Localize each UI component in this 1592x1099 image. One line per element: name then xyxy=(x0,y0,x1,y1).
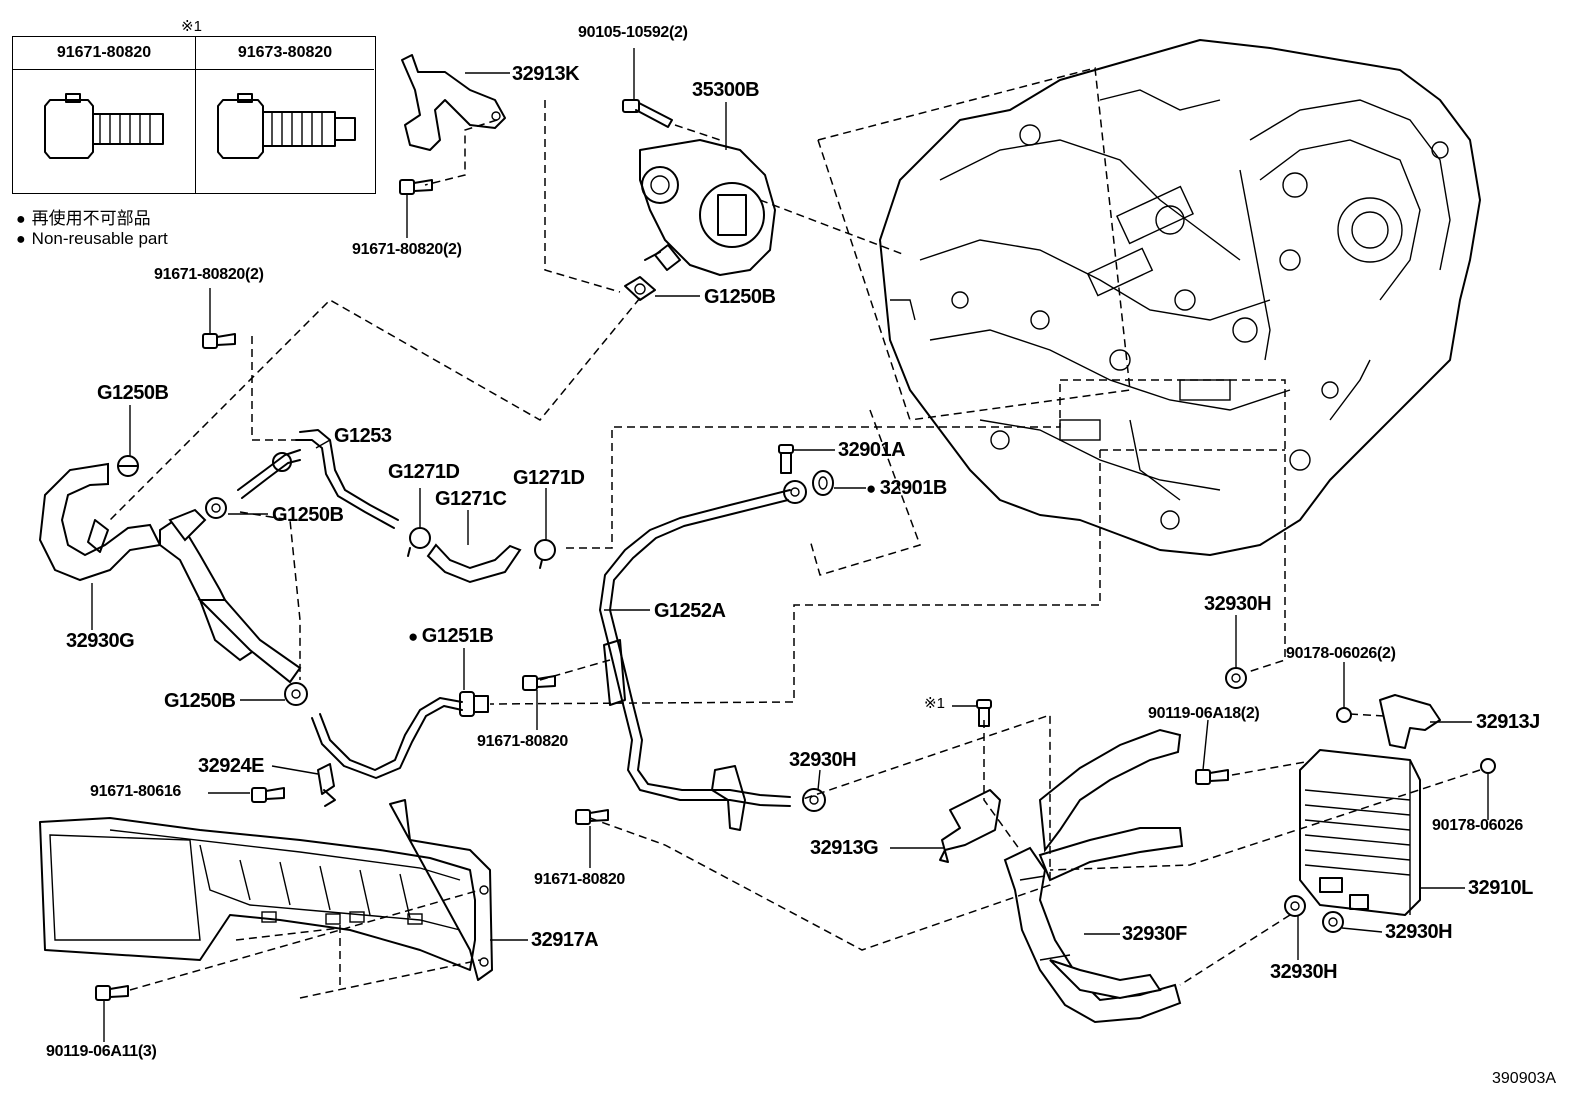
bolt-91671-low xyxy=(575,809,609,825)
label-32930H-bottom: 32930H xyxy=(1270,961,1338,983)
label-91671-80820-2-left: 91671-80820(2) xyxy=(154,266,264,283)
gasket-32901B xyxy=(812,470,834,496)
label-G1271D-a: G1271D xyxy=(388,461,460,483)
label-32917A: 32917A xyxy=(531,929,599,951)
bolt-32901A xyxy=(778,444,794,474)
bracket-32913J xyxy=(1379,694,1441,749)
label-G1253: G1253 xyxy=(334,425,392,447)
legend-jp: ● 再使用不可部品 xyxy=(16,204,151,229)
valve-body-35300B xyxy=(639,139,776,276)
label-91671-80616: 91671-80616 xyxy=(90,783,182,800)
legend-jp-text: 再使用不可部品 xyxy=(31,209,151,228)
label-35300B: 35300B xyxy=(692,79,760,101)
clip-G1271D-b xyxy=(534,539,556,569)
clip-32930H-mid xyxy=(802,788,826,812)
bolt-90105 xyxy=(622,99,673,128)
label-G1271C: G1271C xyxy=(435,488,507,510)
nut-90178 xyxy=(1480,758,1496,774)
label-32930G: 32930G xyxy=(66,630,135,652)
dashed-assembly-lines xyxy=(109,67,1481,999)
nut-90178-2 xyxy=(1336,707,1352,723)
hose-32930F xyxy=(1003,728,1184,1024)
label-32913K: 32913K xyxy=(512,63,580,85)
label-32930H-mid: 32930H xyxy=(789,749,857,771)
label-90119-06A11-3: 90119-06A11(3) xyxy=(46,1043,157,1060)
bracket-32913G xyxy=(939,789,1001,863)
clip-G1271D-a xyxy=(407,527,431,557)
label-32901B: 32901B xyxy=(866,478,948,498)
clip-G1250B-top xyxy=(624,276,656,301)
bolt-91671-80616 xyxy=(251,787,285,803)
leader-lines xyxy=(91,48,1489,1042)
label-32924E: 32924E xyxy=(198,755,264,777)
bolt-91671-mid xyxy=(522,675,556,691)
label-G1271D-b: G1271D xyxy=(513,467,585,489)
label-G1250B-left: G1250B xyxy=(97,382,169,404)
label-32930F: 32930F xyxy=(1122,923,1187,945)
pipe-G1252A xyxy=(599,480,807,831)
label-90105: 90105-10592(2) xyxy=(578,24,688,41)
label-G1252A: G1252A xyxy=(654,600,726,622)
label-32910L: 32910L xyxy=(1468,877,1533,899)
label-90119-06A18-2: 90119-06A18(2) xyxy=(1148,705,1260,722)
label-32901A: 32901A xyxy=(838,439,906,461)
label-G1250B-top: G1250B xyxy=(704,286,776,308)
pipe-G1251B xyxy=(311,691,489,779)
label-32930H-top: 32930H xyxy=(1204,593,1272,615)
bolt-illustration-2 xyxy=(217,93,356,159)
hose-G1271C xyxy=(426,543,522,584)
label-marker1: ※1 xyxy=(924,695,945,712)
label-91671-80820-mid: 91671-80820 xyxy=(477,733,569,750)
bolt-91671-top xyxy=(399,179,433,195)
bolt-91671-left xyxy=(202,333,236,349)
label-91671-80820-2-top: 91671-80820(2) xyxy=(352,241,462,258)
table-header-2: 91673-80820 xyxy=(196,37,374,70)
label-G1251B: G1251B xyxy=(408,626,494,646)
label-32913G: 32913G xyxy=(810,837,879,859)
clip-G1250B-mid xyxy=(205,497,227,519)
table-column-1: 91671-80820 xyxy=(13,37,196,193)
pipe-G1253 xyxy=(237,429,399,529)
diagram-reference-code: 390903A xyxy=(1492,1070,1557,1087)
legend-en-text: Non-reusable part xyxy=(31,229,168,248)
table-column-2: 91673-80820 xyxy=(196,37,374,193)
table-header-1: 91671-80820 xyxy=(13,37,195,70)
clamp-32924E xyxy=(317,763,336,807)
air-duct-32917A xyxy=(39,799,493,981)
bracket-32913K xyxy=(401,54,506,151)
label-G1250B-mid: G1250B xyxy=(272,504,344,526)
bolt-90119-06A18 xyxy=(1195,769,1229,785)
oil-cooler-32910L xyxy=(1299,749,1421,916)
label-32930H-right: 32930H xyxy=(1385,921,1453,943)
clip-G1250B-left xyxy=(117,455,139,477)
transmission-assembly xyxy=(879,39,1481,556)
clip-32930H-r xyxy=(1322,911,1344,933)
clip-32930H-b xyxy=(1284,895,1306,917)
table-marker: ※1 xyxy=(181,18,202,35)
bolt-illustration-1 xyxy=(44,93,164,159)
label-G1250B-low: G1250B xyxy=(164,690,236,712)
label-32913J: 32913J xyxy=(1476,711,1540,733)
bolt-table: 91671-80820 91673-80820 xyxy=(12,36,376,194)
bolt-90119-06A11 xyxy=(95,985,129,1001)
label-90178-06026: 90178-06026 xyxy=(1432,817,1524,834)
legend-en: ● Non-reusable part xyxy=(16,229,168,249)
label-90178-06026-2: 90178-06026(2) xyxy=(1286,645,1396,662)
label-91671-80820-low: 91671-80820 xyxy=(534,871,626,888)
clip-32930H-top xyxy=(1225,667,1247,689)
bullet-icon: ● xyxy=(16,211,26,228)
clip-G1250B-low xyxy=(284,682,308,706)
bullet-icon: ● xyxy=(16,231,26,248)
